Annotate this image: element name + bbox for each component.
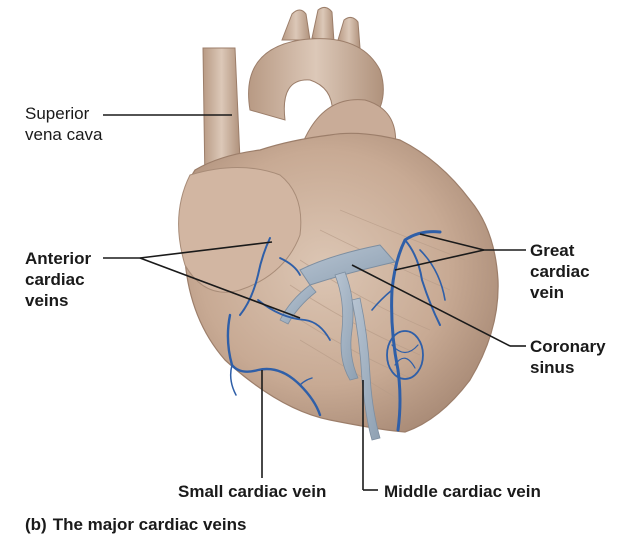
caption-text: The major cardiac veins [52,515,247,534]
label-anterior-cardiac-veins: Anterior cardiac veins [25,249,92,310]
leader-lines [103,114,526,491]
label-great-cardiac-vein: Great cardiac vein [530,241,590,302]
label-middle-cardiac-vein: Middle cardiac vein [384,482,541,501]
figure-caption: (b) The major cardiac veins [25,515,246,535]
leader-coronary-sinus-2 [351,264,511,347]
label-small-cardiac-vein: Small cardiac vein [178,482,327,501]
label-coronary-sinus: Coronary sinus [530,337,606,377]
leader-anterior-3 [139,257,301,319]
leader-great-2 [419,233,485,251]
leader-great-3 [394,249,485,271]
caption-tag: (b) [25,515,47,534]
cardiac-veins [226,230,446,432]
label-superior-vena-cava: Superior vena cava [25,104,103,144]
leader-anterior-2 [139,241,273,259]
right-atrium [178,167,302,293]
